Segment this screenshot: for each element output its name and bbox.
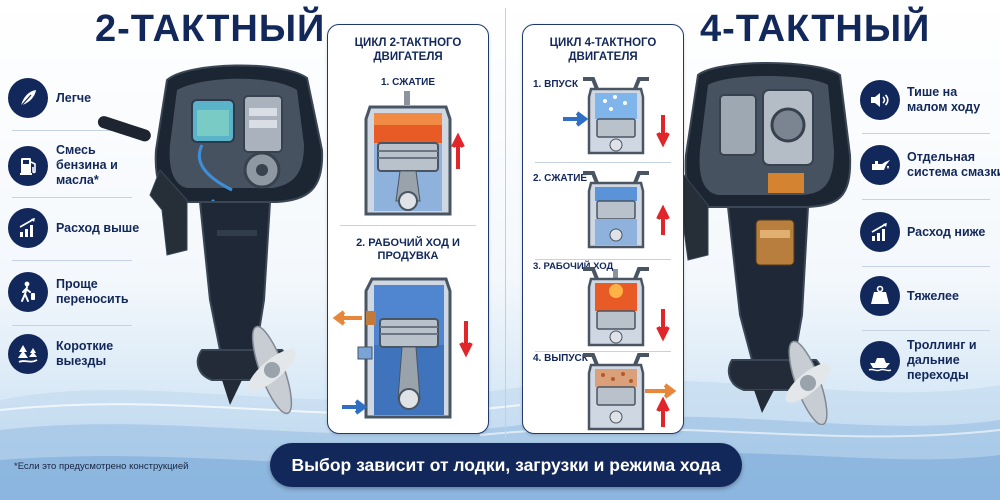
four-stroke-power-diagram	[583, 267, 670, 347]
water-waves-background	[0, 380, 1000, 500]
separator	[862, 199, 990, 200]
down-arrow-icon	[656, 309, 670, 342]
bottom-banner: Выбор зависит от лодки, загрузки и режим…	[270, 443, 742, 487]
two-stroke-power-diagram	[332, 277, 473, 419]
feature-fuel-mix: Смесь бензина и масла*	[8, 143, 146, 188]
up-arrow-icon	[656, 396, 670, 427]
four-stroke-title: 4-ТАКТНЫЙ	[700, 8, 931, 50]
footnote: *Если это предусмотрено конструкцией	[14, 461, 189, 472]
separator	[535, 162, 671, 163]
four-stroke-exhaust-diagram	[583, 353, 677, 431]
four-stroke-stage-power: 3. РАБОЧИЙ ХОД	[533, 261, 614, 272]
two-stroke-compression-diagram	[364, 91, 465, 216]
oil-can-icon	[860, 145, 900, 185]
propeller-icon	[248, 325, 296, 415]
two-stroke-title: 2-ТАКТНЫЙ	[95, 8, 326, 50]
feature-short-trips: Короткие выезды	[8, 334, 136, 374]
feature-heavier: Тяжелее	[860, 276, 959, 316]
exhaust-arrow-icon	[332, 310, 362, 326]
separator	[862, 266, 990, 267]
two-stroke-cycle-title: ЦИКЛ 2-ТАКТНОГО ДВИГАТЕЛЯ	[354, 37, 462, 63]
four-stroke-cycle-panel: ЦИКЛ 4-ТАКТНОГО ДВИГАТЕЛЯ 1. ВПУСК 2. СЖ…	[522, 24, 684, 434]
center-divider	[505, 8, 506, 438]
four-stroke-compression-diagram	[583, 171, 670, 249]
bar-chart-down-icon	[860, 212, 900, 252]
separator	[12, 260, 132, 261]
intake-arrow-icon	[563, 111, 589, 127]
feature-easier-carry: Проще переносить	[8, 272, 136, 312]
propeller-icon	[785, 340, 831, 425]
walking-person-icon	[8, 272, 48, 312]
separator	[340, 225, 476, 226]
two-stroke-outboard-engine	[97, 64, 324, 415]
down-arrow-icon	[656, 115, 670, 148]
exhaust-arrow-icon	[645, 383, 677, 399]
feature-separate-lubrication: Отдельная система смазки	[860, 145, 1000, 185]
separator	[12, 197, 132, 198]
bar-chart-up-icon	[8, 208, 48, 248]
separator	[12, 325, 132, 326]
four-stroke-outboard-engine	[669, 62, 852, 425]
fuel-pump-icon	[8, 145, 48, 186]
up-arrow-icon	[451, 132, 465, 169]
down-arrow-icon	[459, 321, 473, 358]
feature-quieter: Тише на малом ходу	[860, 80, 999, 120]
feature-consumption-lower: Расход ниже	[860, 212, 985, 252]
weight-icon	[860, 276, 900, 316]
two-stroke-cycle-panel: ЦИКЛ 2-ТАКТНОГО ДВИГАТЕЛЯ 1. СЖАТИЕ 2. Р…	[327, 24, 489, 434]
four-stroke-cycle-title: ЦИКЛ 4-ТАКТНОГО ДВИГАТЕЛЯ	[549, 37, 657, 63]
separator	[535, 259, 671, 260]
separator	[12, 130, 132, 131]
four-stroke-stage-compression: 2. СЖАТИЕ	[533, 173, 588, 184]
feature-trolling: Троллинг и дальние переходы	[860, 338, 1000, 383]
four-stroke-stage-intake: 1. ВПУСК	[533, 79, 579, 90]
separator	[535, 351, 671, 352]
feather-icon	[8, 78, 48, 118]
separator	[862, 330, 990, 331]
two-stroke-stage-power-scavenging: 2. РАБОЧИЙ ХОД И ПРОДУВКА	[356, 237, 460, 262]
two-stroke-stage-compression: 1. СЖАТИЕ	[380, 77, 436, 88]
feature-consumption-higher: Расход выше	[8, 208, 139, 248]
feature-lighter: Легче	[8, 78, 91, 118]
four-stroke-stage-exhaust: 4. ВЫПУСК	[533, 353, 588, 364]
separator	[862, 133, 990, 134]
speaker-quiet-icon	[860, 80, 900, 120]
four-stroke-intake-diagram	[563, 77, 670, 155]
boat-icon	[860, 340, 900, 381]
intake-arrow-icon	[342, 399, 368, 415]
trees-river-icon	[8, 334, 48, 374]
up-arrow-icon	[656, 204, 670, 235]
